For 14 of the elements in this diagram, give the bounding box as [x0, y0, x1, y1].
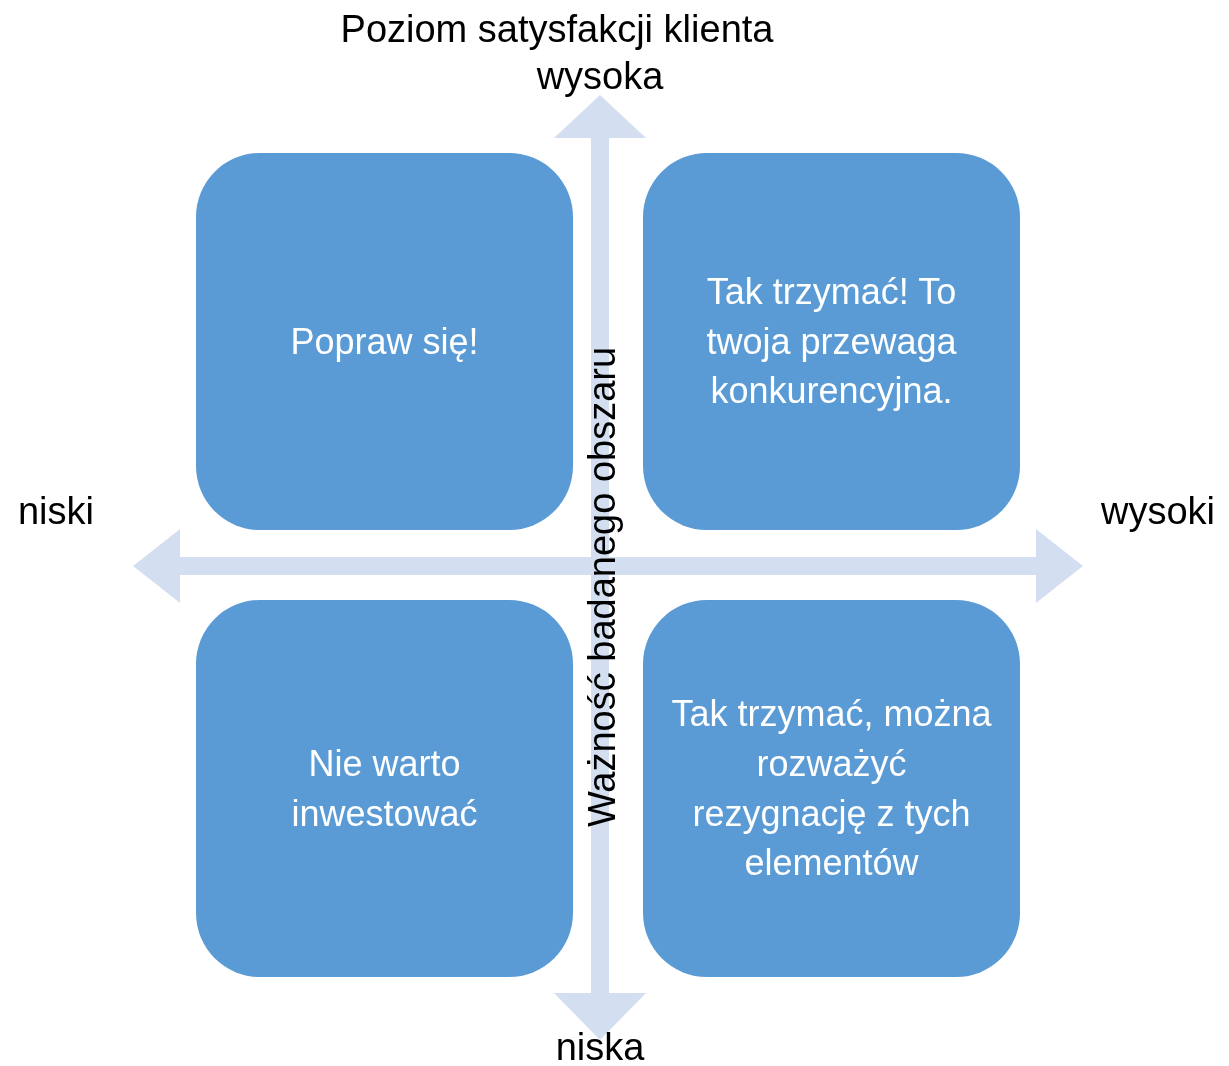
axis-label: wysoka [536, 56, 664, 98]
axis-label: Poziom satysfakcji klienta [340, 9, 774, 51]
axis-label: niska [555, 1027, 645, 1066]
quadrant-box [643, 153, 1020, 530]
axis-label: Ważność badanego obszaru [582, 346, 624, 828]
quadrant-text: Nie warto inwestować [290, 741, 479, 836]
axis-label: wysoki [1101, 491, 1215, 533]
quadrant-box [196, 153, 573, 530]
quadrant-text: Tak trzymać! To twoja przewaga konkurencyjna. [705, 270, 958, 414]
axis-label: niski [18, 491, 94, 533]
quadrant-text: Popraw się! [290, 319, 479, 364]
quadrant-box [196, 600, 573, 977]
quadrant-box [643, 600, 1020, 977]
quadrant-text: Tak trzymać, można rozważyć rezygnację z tych elementów [670, 692, 993, 886]
